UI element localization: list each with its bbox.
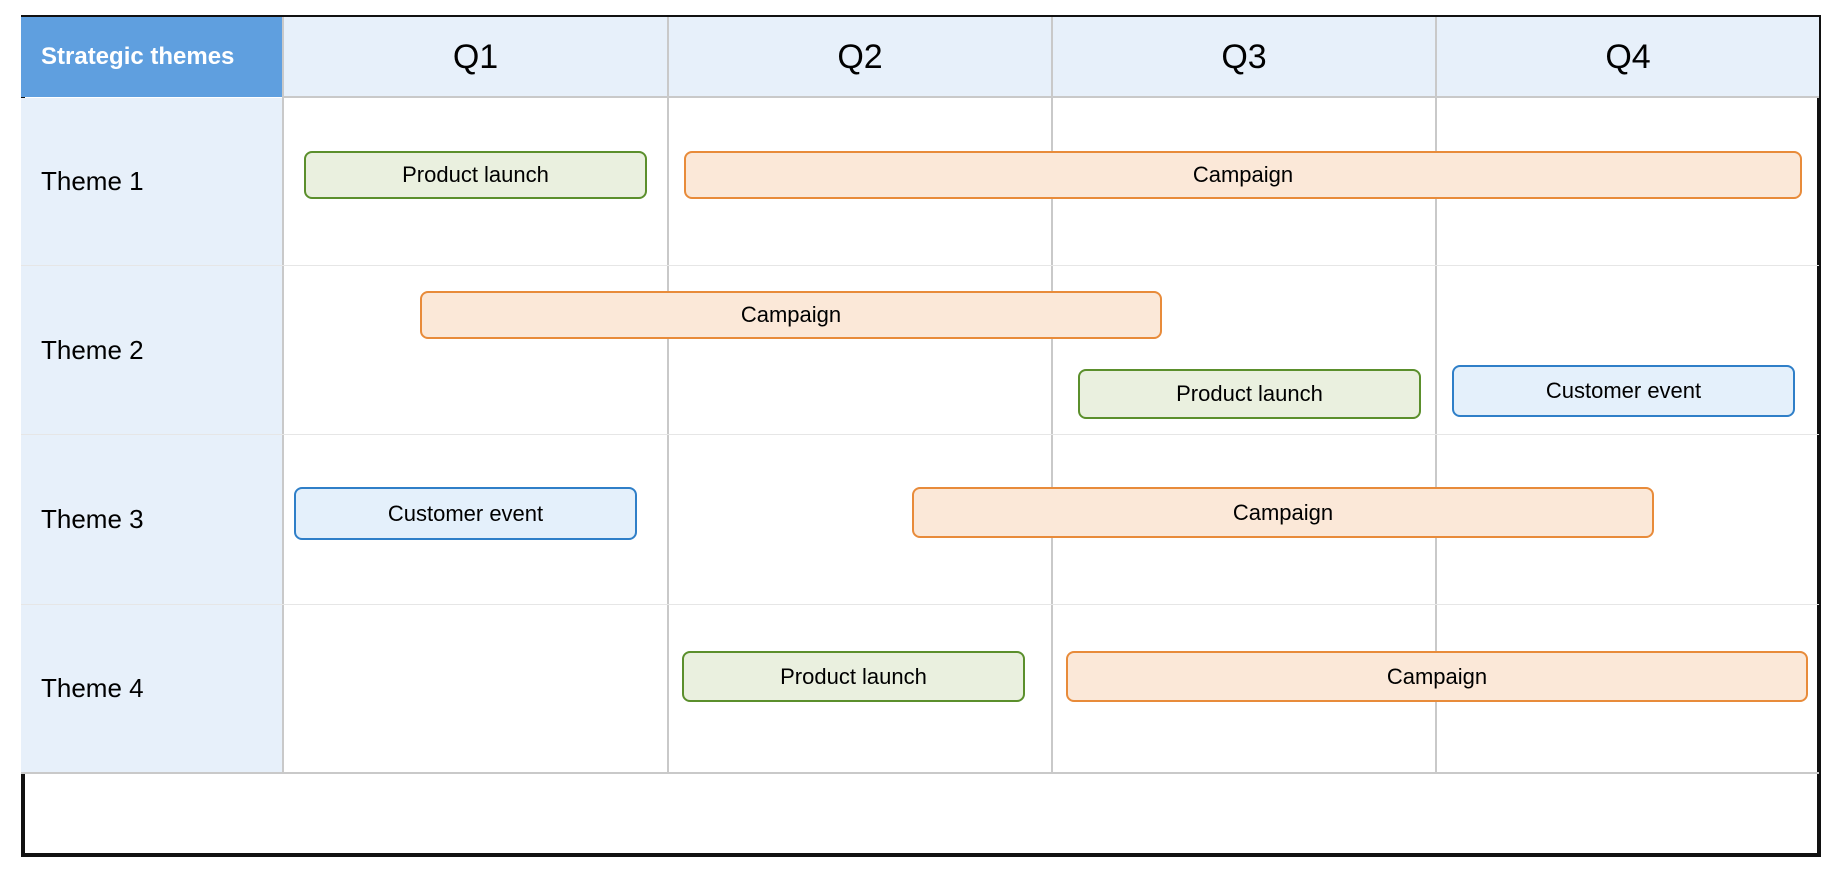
bar-theme2-campaign[interactable]: Campaign: [420, 291, 1162, 339]
grid-divider: [21, 434, 1819, 435]
grid-divider: [21, 265, 1819, 266]
theme-label-2: Theme 2: [21, 266, 282, 434]
bar-theme4-product-launch[interactable]: Product launch: [682, 651, 1025, 702]
theme-label-3: Theme 3: [21, 435, 282, 604]
bar-theme4-campaign[interactable]: Campaign: [1066, 651, 1808, 702]
bar-theme2-customer-event[interactable]: Customer event: [1452, 365, 1795, 417]
quarter-header-q1: Q1: [284, 17, 667, 97]
grid-divider: [282, 17, 284, 773]
quarter-header-q2: Q2: [669, 17, 1051, 97]
grid-divider: [1051, 17, 1053, 773]
bar-theme3-campaign[interactable]: Campaign: [912, 487, 1654, 538]
strategic-themes-header: Strategic themes: [21, 17, 282, 97]
grid-divider: [1435, 17, 1437, 773]
quarter-header-q3: Q3: [1053, 17, 1435, 97]
grid-divider: [667, 17, 669, 773]
bar-theme1-campaign[interactable]: Campaign: [684, 151, 1802, 199]
bar-theme1-product-launch[interactable]: Product launch: [304, 151, 647, 199]
grid-divider: [21, 604, 1819, 605]
theme-label-4: Theme 4: [21, 605, 282, 772]
roadmap-frame: [21, 15, 1821, 857]
grid-divider: [21, 772, 1819, 774]
quarter-header-q4: Q4: [1437, 17, 1819, 97]
grid-divider: [282, 96, 1819, 98]
bar-theme2-product-launch[interactable]: Product launch: [1078, 369, 1421, 419]
theme-label-1: Theme 1: [21, 98, 282, 265]
bar-theme3-customer-event[interactable]: Customer event: [294, 487, 637, 540]
